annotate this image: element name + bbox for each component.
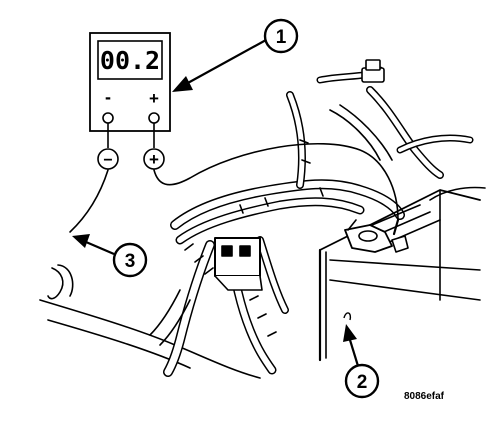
positive-probe: + xyxy=(143,148,165,170)
test-leads xyxy=(69,142,400,236)
meter-reading: 00.2 xyxy=(100,46,160,75)
callout-2: 2 xyxy=(343,312,380,399)
callout-1-number: 1 xyxy=(276,27,287,48)
positive-probe-symbol: + xyxy=(149,150,159,169)
negative-probe-symbol: − xyxy=(103,152,112,169)
meter-pos-jack xyxy=(148,112,160,124)
meter-neg-label: - xyxy=(105,87,111,107)
meter-neg-jack xyxy=(102,112,114,124)
engine-bay-drawing xyxy=(39,59,486,379)
arrowhead-icon xyxy=(343,324,357,342)
meter-display xyxy=(97,40,163,80)
figure-code: 8086efaf xyxy=(404,391,445,402)
meter-pos-label: + xyxy=(149,89,159,108)
arrowhead-icon xyxy=(72,234,90,248)
positive-lead xyxy=(153,142,399,221)
negative-probe: − xyxy=(97,148,119,170)
callout-2-number: 2 xyxy=(357,372,368,393)
callout-3: 3 xyxy=(72,234,148,278)
negative-lead xyxy=(69,169,109,233)
multimeter: 00.2 - + xyxy=(89,32,171,148)
arrowhead-icon xyxy=(172,76,193,92)
callout-1: 1 xyxy=(172,18,299,92)
callout-3-number: 3 xyxy=(125,251,136,272)
